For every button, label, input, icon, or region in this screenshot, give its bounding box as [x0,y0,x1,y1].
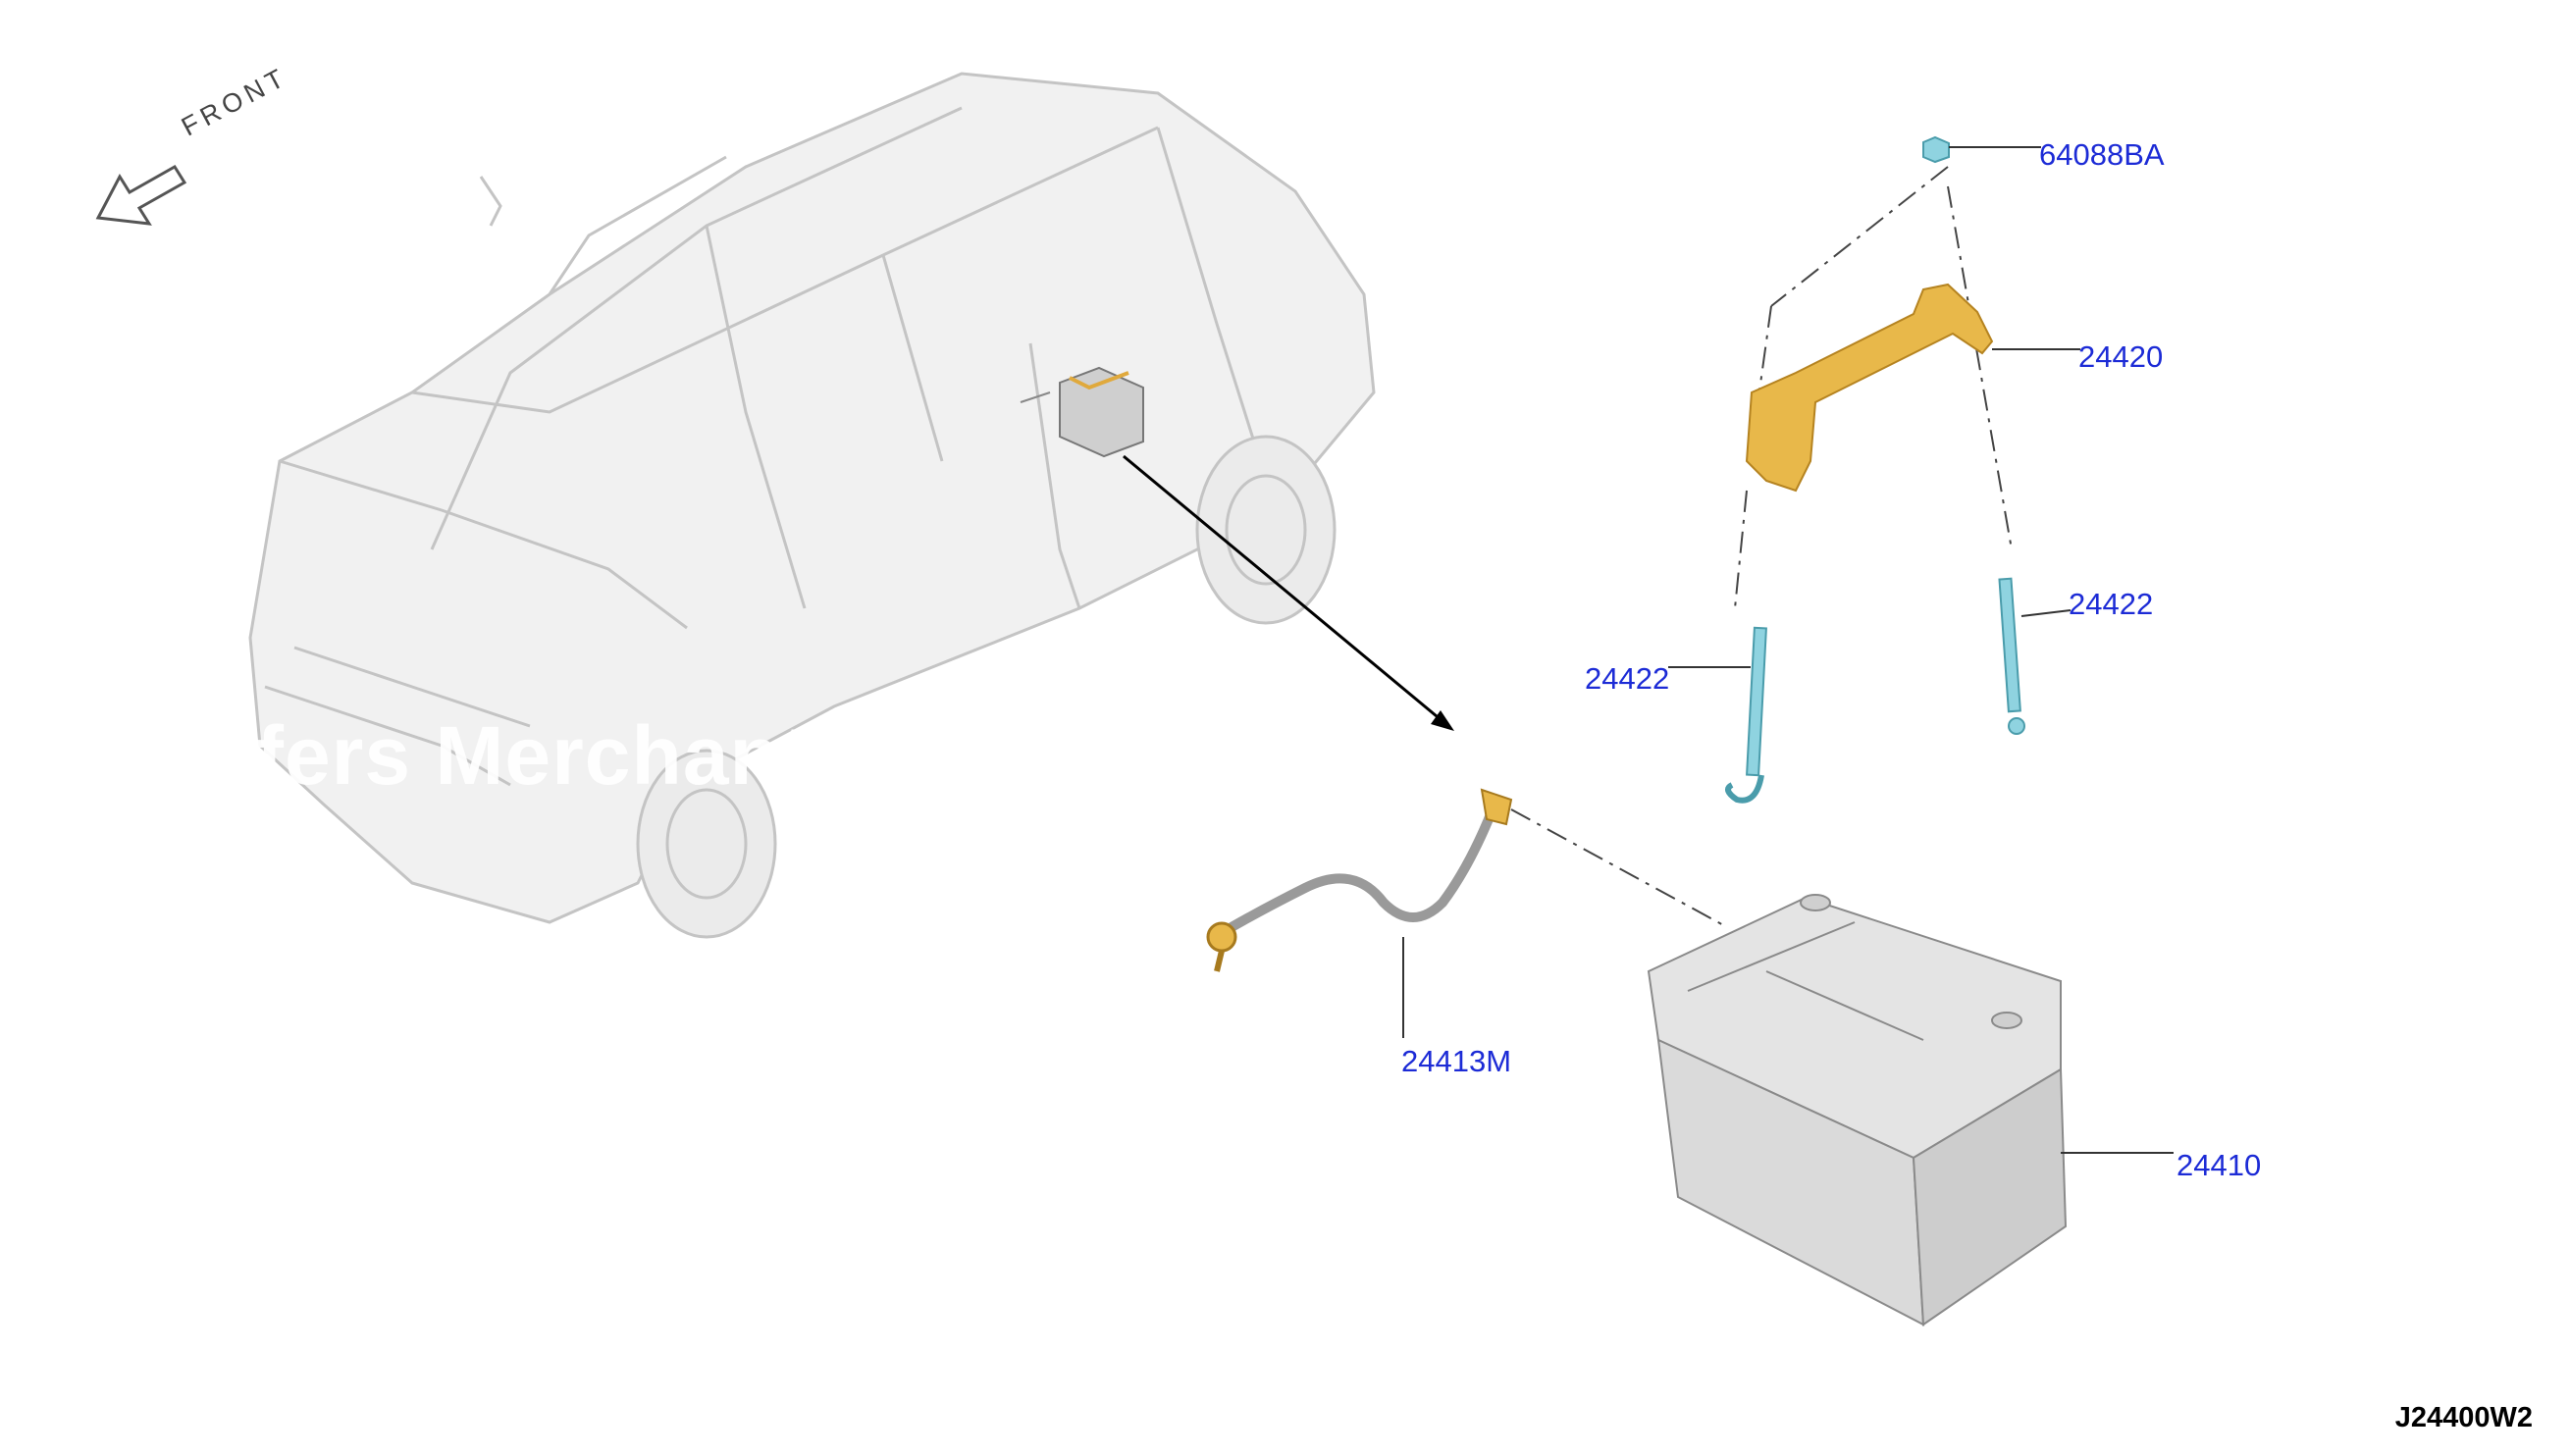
detail-pointer-arrow [1123,454,1454,731]
vehicle-illustration [248,72,1376,939]
part-label-cable[interactable]: 24413M [1401,1044,1512,1078]
part-label-rod-right[interactable]: 24422 [2069,587,2154,621]
front-arrow-icon [95,164,187,226]
drawing-code: J24400W2 [2394,1402,2533,1433]
part-label-nut[interactable]: 64088BA [2039,137,2165,172]
nut-icon [1922,135,2041,164]
battery-icon [1647,894,2174,1326]
hook-rod-right-icon [1998,577,2072,735]
watermark-text: ffers Merchant A [228,709,891,802]
part-label-frame[interactable]: 24420 [2078,339,2164,374]
battery-cable-icon [1206,788,1513,1038]
hook-rod-left-icon [1668,626,1767,804]
assembly-guide-lines [1510,166,2013,928]
part-label-rod-left[interactable]: 24422 [1585,661,1670,696]
battery-location-icon [1020,366,1144,458]
part-label-battery[interactable]: 24410 [2177,1148,2262,1182]
battery-frame-icon [1745,283,2080,493]
